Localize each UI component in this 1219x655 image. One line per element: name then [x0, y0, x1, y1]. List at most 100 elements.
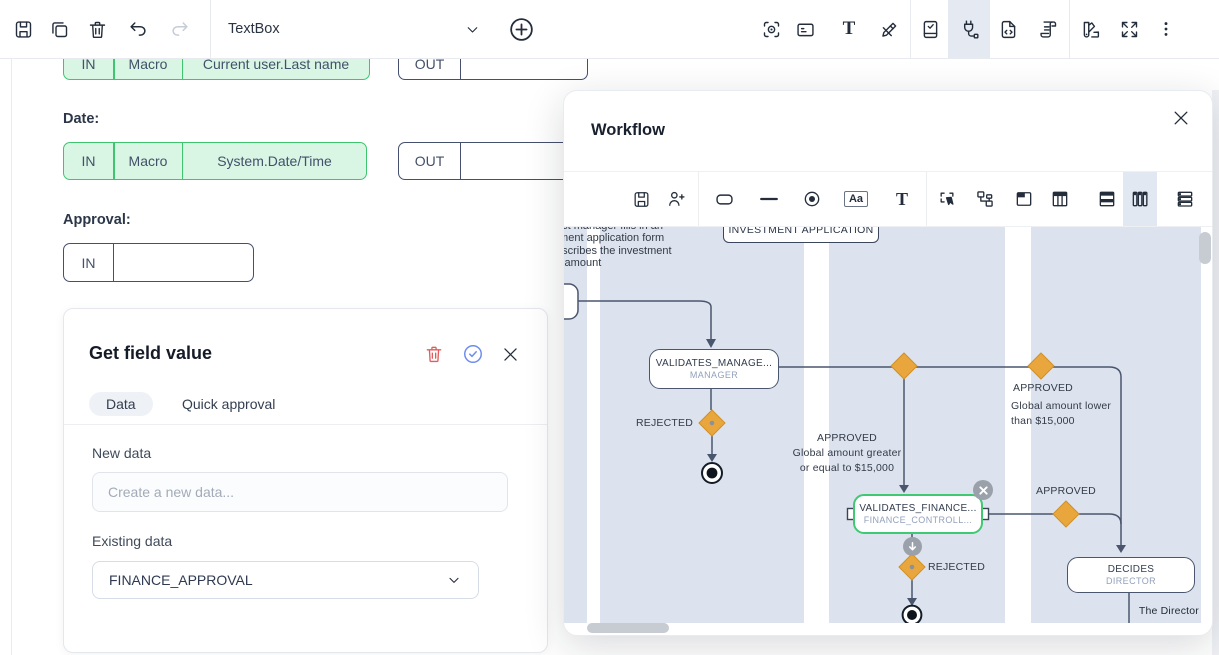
chevron-down-icon [449, 577, 459, 583]
fullscreen-button[interactable] [1112, 12, 1146, 46]
arrowhead [907, 598, 917, 606]
state-node-tool[interactable] [708, 183, 740, 215]
workflow-canvas[interactable]: ect manager fills in an tment applicatio… [564, 227, 1212, 623]
code-button[interactable] [991, 12, 1025, 46]
more-kebab-icon [1164, 22, 1168, 36]
in-field-approval[interactable]: IN [63, 243, 254, 282]
card-divider [64, 424, 547, 425]
macro-field-date[interactable]: IN Macro System.Date/Time [63, 142, 367, 180]
pill-divider [181, 49, 183, 79]
integrations-plug-icon [963, 19, 979, 39]
lane-header-icon [1016, 192, 1032, 206]
arrowhead [1116, 545, 1126, 553]
form-card-button[interactable] [788, 12, 822, 46]
horizontal-lanes-tool[interactable] [1169, 183, 1201, 215]
workflow-save-button[interactable] [625, 183, 657, 215]
trash-icon [89, 21, 105, 38]
node-validates-manager[interactable]: VALIDATES_MANAGE... MANAGER [649, 349, 779, 389]
close-card-button[interactable] [497, 341, 523, 367]
org-chart-tool[interactable] [969, 183, 1001, 215]
end-node-icon [804, 191, 820, 207]
add-component-button[interactable] [504, 12, 538, 46]
transition-tool[interactable] [753, 183, 785, 215]
end-node-tool[interactable] [796, 183, 828, 215]
save-icon [15, 20, 31, 38]
add-transition-button[interactable] [902, 536, 922, 556]
toolbar-separator [210, 0, 211, 58]
more-menu-button[interactable] [1149, 12, 1183, 46]
undo-button[interactable] [121, 12, 155, 46]
preview-button[interactable] [754, 12, 788, 46]
vertical-lanes-icon [1132, 191, 1148, 207]
box-divider [113, 244, 115, 281]
new-data-label: New data [92, 445, 152, 461]
save-icon [634, 191, 648, 207]
bezier-select-tool[interactable] [931, 183, 963, 215]
vertical-scrollbar[interactable] [1199, 232, 1211, 264]
tab-data[interactable]: Data [89, 392, 153, 416]
save-button[interactable] [6, 12, 40, 46]
node-validates-finance[interactable]: VALIDATES_FINANCE... FINANCE_CONTROLL... [853, 494, 983, 534]
macro-value: Current user.Last name [202, 56, 350, 72]
top-toolbar: TextBox T [0, 0, 1219, 59]
duplicate-button[interactable] [42, 12, 76, 46]
label-approved-condition: Global amount greater or equal to $15,00… [792, 447, 902, 474]
start-node[interactable] [564, 283, 579, 320]
toolbar-separator [1069, 0, 1070, 58]
lane-header-tool[interactable] [1008, 183, 1040, 215]
in-value-empty[interactable] [114, 244, 253, 281]
arrowhead [899, 485, 909, 493]
horizontal-scrollbar[interactable] [587, 623, 669, 633]
out-field-date[interactable]: OUT [398, 142, 588, 180]
connector-start-to-manager[interactable] [578, 300, 712, 339]
integrations-button[interactable] [952, 12, 986, 46]
arrowhead [706, 339, 716, 348]
toolbar-separator [698, 172, 699, 226]
page-background-strip [1212, 90, 1219, 655]
out-label: OUT [414, 153, 445, 169]
end-node[interactable] [701, 462, 723, 484]
label-tool[interactable]: Aa [840, 183, 872, 215]
component-selector-chevron[interactable] [455, 12, 489, 46]
table-rows-tool[interactable] [1091, 183, 1123, 215]
approval-field-label: Approval: [63, 212, 131, 228]
theme-swatches-icon [1083, 21, 1099, 38]
validation-button[interactable] [913, 12, 947, 46]
workflow-modal: Workflow Aa [563, 90, 1213, 636]
panel-left-border [11, 59, 12, 655]
component-selector-value[interactable]: TextBox [228, 21, 280, 37]
redo-icon [172, 22, 188, 36]
decision-diamond[interactable] [1052, 500, 1080, 528]
decision-diamond[interactable] [890, 352, 918, 380]
existing-data-select[interactable]: FINANCE_APPROVAL [92, 561, 479, 599]
end-node[interactable] [901, 604, 923, 623]
text-tool[interactable]: T [886, 183, 918, 215]
delete-button[interactable] [80, 12, 114, 46]
node-decides-director[interactable]: DECIDES DIRECTOR [1067, 557, 1195, 593]
macro-label: Macro [128, 56, 168, 72]
remove-node-button[interactable] [973, 480, 993, 500]
table-columns-tool[interactable] [1044, 183, 1076, 215]
approve-action-button[interactable] [460, 341, 486, 367]
script-button[interactable] [1031, 12, 1065, 46]
new-data-input[interactable] [92, 472, 508, 512]
close-icon [978, 485, 988, 495]
text-tool-button[interactable]: T [832, 12, 866, 46]
process-title-box[interactable]: INVESTMENT APPLICATION [723, 227, 879, 243]
workflow-close-button[interactable] [1168, 105, 1194, 131]
swimlane [564, 227, 587, 623]
connector-finance-to-director[interactable] [983, 513, 1122, 525]
design-button[interactable] [872, 12, 906, 46]
text-tool-icon: T [842, 18, 856, 39]
add-user-button[interactable] [660, 183, 692, 215]
trash-icon [426, 346, 442, 363]
diagram-annotation: ect manager fills in an tment applicatio… [564, 227, 672, 270]
redo-button[interactable] [163, 12, 197, 46]
connector-manager-to-director[interactable] [779, 366, 1122, 545]
delete-action-button[interactable] [421, 341, 447, 367]
decision-diamond[interactable] [1027, 352, 1055, 380]
vertical-lanes-tool[interactable] [1124, 183, 1156, 215]
theme-button[interactable] [1073, 12, 1107, 46]
tab-quick-approval[interactable]: Quick approval [182, 396, 276, 412]
code-file-icon [1001, 20, 1015, 38]
